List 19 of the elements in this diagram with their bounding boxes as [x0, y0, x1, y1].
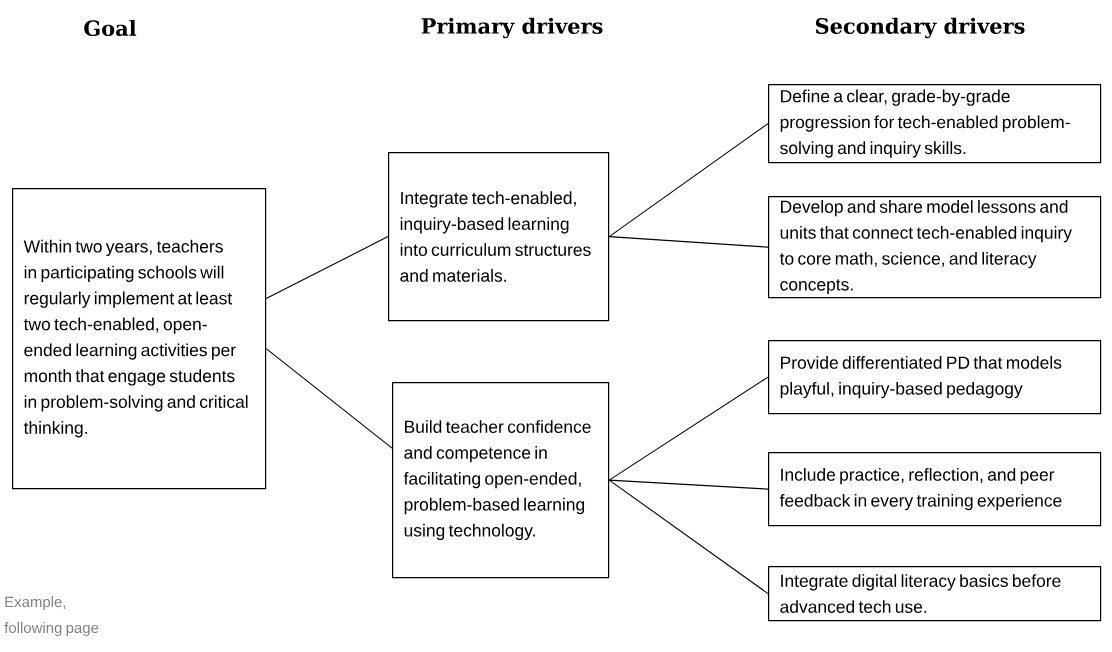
connector-line	[608, 376, 769, 481]
connector-line	[608, 479, 769, 490]
column-heading: Goal	[84, 19, 137, 37]
connector-line	[608, 479, 769, 595]
driver-box: Integrate tech-enabled, inquiry-based learning into curriculum structures and materials.	[388, 152, 610, 322]
connector-line	[265, 348, 393, 449]
connector-line	[265, 236, 389, 300]
column-heading: Primary drivers	[421, 17, 603, 39]
driver-box: Integrate digital literacy basics before advanced tech use.	[768, 566, 1102, 622]
driver-box: Define a clear, grade-by-grade progression for tech-enabled problem-solving and inquiry skills.	[768, 84, 1102, 164]
note-text: Example, following page	[4, 596, 99, 636]
driver-box: Develop and share model lessons and units that connect tech-enabled inquiry to core math, science, and literacy concepts.	[768, 196, 1102, 299]
driver-box: Provide differentiated PD that models playful, inquiry-based pedagogy	[768, 340, 1102, 415]
connector-line	[608, 123, 769, 238]
driver-box: Include practice, reflection, and peer feedback in every training experience	[768, 452, 1102, 527]
connector-line	[608, 236, 769, 248]
driver-box: Within two years, teachers in participating schools will regularly implement at least two tech-enabled, open-ended learning activities per month that engage students in problem-solving and critical thinking.	[12, 188, 267, 490]
column-heading: Secondary drivers	[815, 17, 1025, 39]
driver-box: Build teacher confidence and competence in facilitating open-ended, problem-based learning using technology.	[392, 382, 610, 579]
